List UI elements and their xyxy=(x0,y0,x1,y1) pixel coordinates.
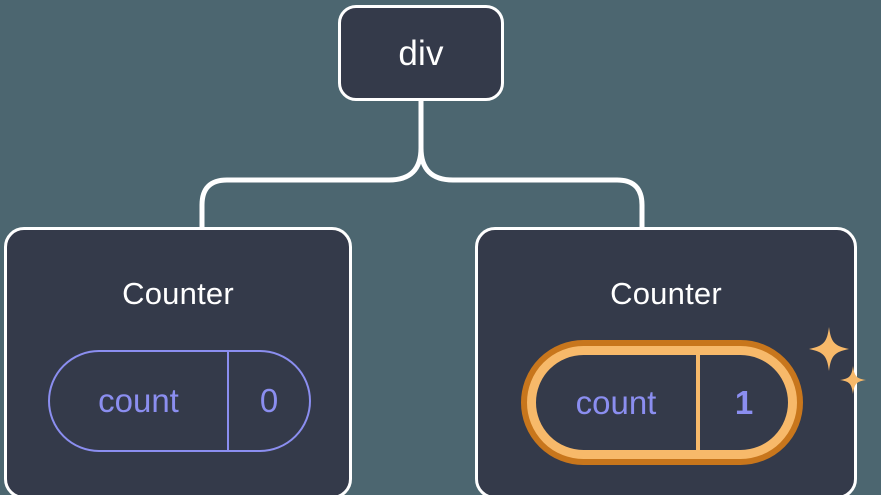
node-counter-right[interactable]: Counter count 1 xyxy=(475,227,866,495)
state-pill-key: count xyxy=(536,355,700,450)
state-pill-count-left[interactable]: count 0 xyxy=(48,350,311,452)
sparkle-small-icon xyxy=(840,366,866,394)
sparkles-group xyxy=(809,327,866,394)
state-pill-value: 1 xyxy=(734,383,754,421)
counter-right-title: Counter xyxy=(610,276,722,311)
node-div-label: div xyxy=(398,33,444,73)
sparkle-large-icon xyxy=(809,327,849,371)
node-div[interactable]: div xyxy=(338,5,504,101)
counter-left-title: Counter xyxy=(122,276,234,311)
state-pill-key: count xyxy=(50,352,229,450)
state-pill-value: 0 xyxy=(259,382,279,419)
state-pill-inner-ring: count 1 xyxy=(527,346,797,459)
state-pill-count-right-highlighted[interactable]: count 1 xyxy=(521,340,803,465)
node-counter-left[interactable]: Counter count 0 xyxy=(4,227,352,495)
